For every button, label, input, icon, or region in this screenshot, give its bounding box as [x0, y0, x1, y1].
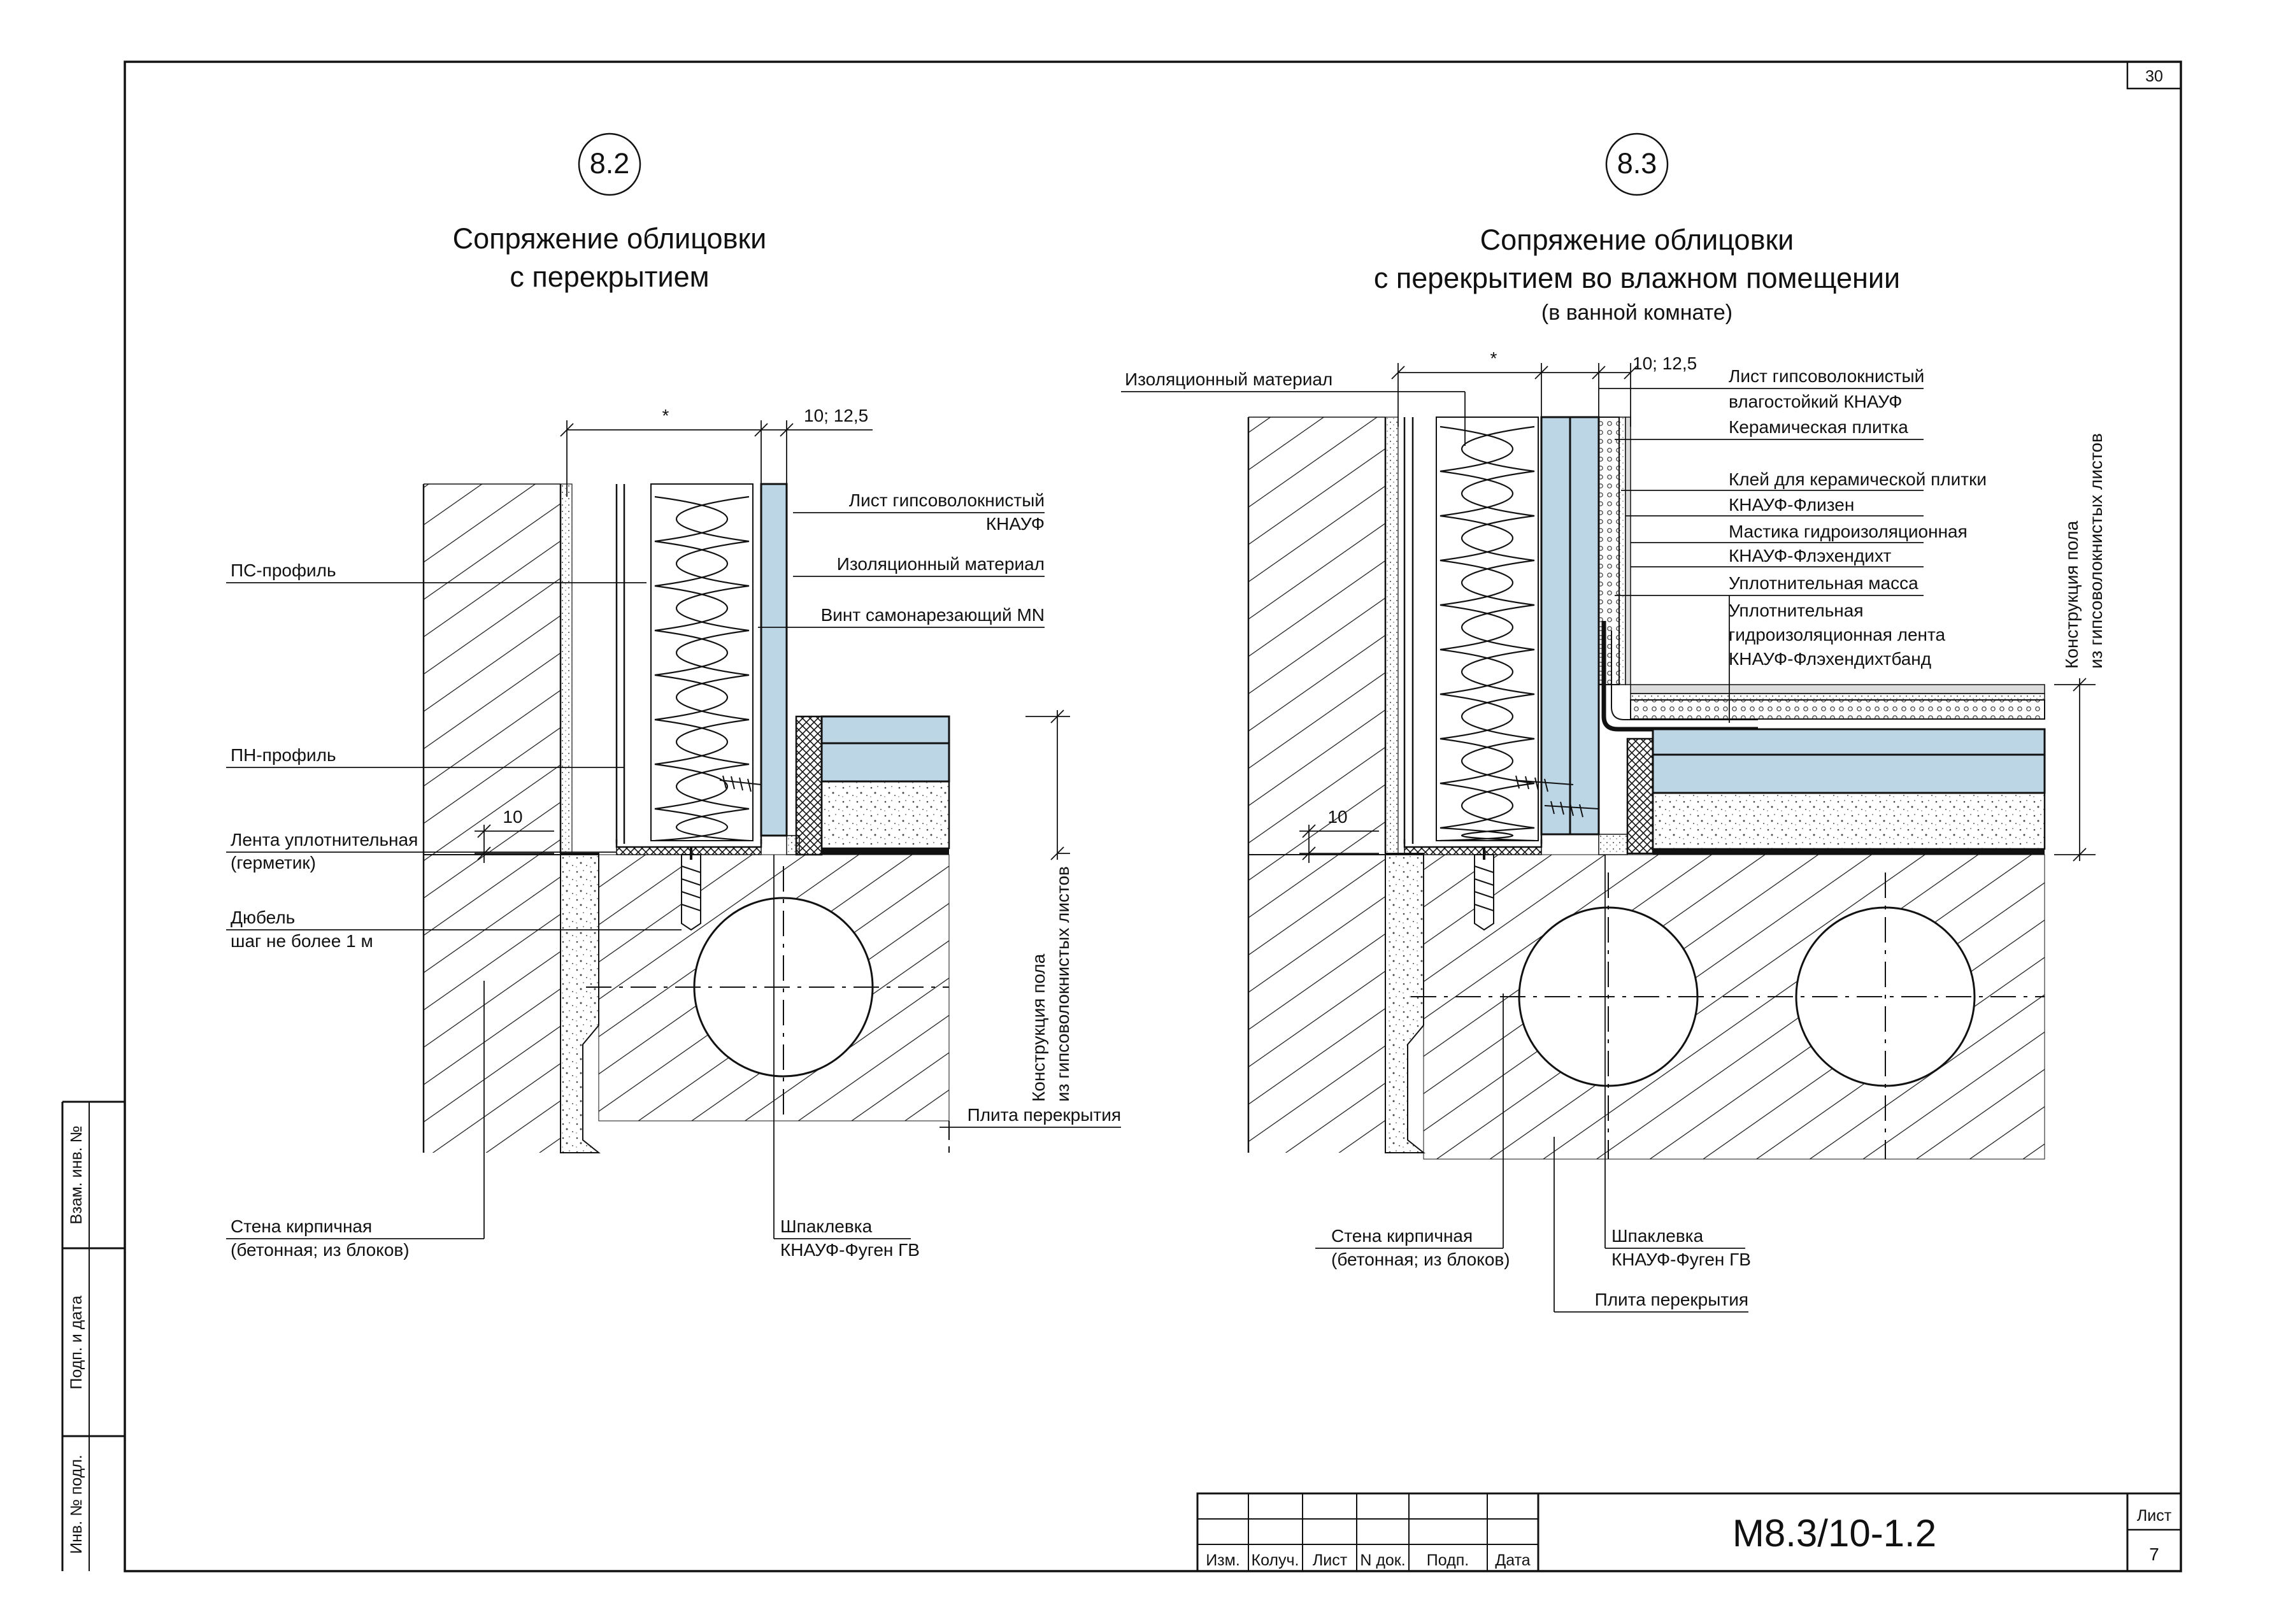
dim-star: *: [662, 406, 669, 425]
dim-board: 10; 12,5: [1632, 353, 1697, 373]
edge-strip: [795, 715, 823, 856]
label-floor-l1: Конструкция пола: [2062, 520, 2082, 669]
detail-title-line1: Сопряжение облицовки: [453, 222, 767, 255]
label-pn-profile: ПН-профиль: [231, 745, 336, 765]
label-band-l3: КНАУФ-Флэхендихтбанд: [1729, 649, 1931, 669]
label-glue-l1: Клей для керамической плитки: [1729, 469, 1987, 489]
label-putty-l1: Шпаклевка: [780, 1216, 873, 1236]
label-insulation: Изоляционный материал: [837, 554, 1045, 574]
label-screw: Винт самонарезающий MN: [821, 605, 1045, 625]
dowel: [1474, 847, 1494, 931]
detail-title-line2: с перекрытием: [510, 260, 709, 293]
label-mastic-l2: КНАУФ-Флэхендихт: [1729, 546, 1891, 566]
dim-board: 10; 12,5: [804, 406, 868, 425]
label-board-l2: влагостойкий КНАУФ: [1729, 392, 1902, 411]
label-slab: Плита перекрытия: [1595, 1290, 1748, 1309]
dimensions: [1299, 363, 2096, 863]
sealing-band: [1601, 621, 1758, 732]
label-ps-profile: ПС-профиль: [231, 560, 336, 580]
col-signature: Подп.: [1427, 1551, 1469, 1569]
label-putty-l2: КНАУФ-Фуген ГВ: [780, 1240, 920, 1260]
floor-tile: [1630, 684, 2045, 720]
label-floor-l2: из гипсоволокнистых листов: [1053, 866, 1073, 1102]
floor-slab: [1248, 854, 2045, 1160]
label-putty-l1: Шпаклевка: [1611, 1226, 1704, 1246]
stamp-replace-inv: Взам. инв. №: [68, 1126, 85, 1225]
label-board-l2: КНАУФ: [986, 514, 1045, 534]
col-sheet: Лист: [1313, 1551, 1348, 1569]
title-block: [1196, 1492, 2182, 1572]
dim-star: *: [1490, 348, 1497, 368]
label-putty-l2: КНАУФ-Фуген ГВ: [1611, 1250, 1751, 1269]
detail-title-line1: Сопряжение облицовки: [1480, 224, 1794, 256]
label-glue-l2: КНАУФ-Флизен: [1729, 495, 1854, 515]
col-change: Изм.: [1206, 1551, 1240, 1569]
sheet-label: Лист: [2137, 1507, 2172, 1525]
label-wall-l2: (бетонная; из блоков): [231, 1240, 410, 1260]
insulation-layer: [1436, 417, 1539, 842]
label-band-l1: Уплотнительная: [1729, 601, 1864, 620]
detail-title-line2: с перекрытием во влажном помещении: [1374, 262, 1900, 294]
label-tile: Керамическая плитка: [1729, 417, 1908, 437]
label-sealant: Уплотнительная масса: [1729, 573, 1918, 593]
sheet-number: 7: [2149, 1544, 2159, 1564]
stamp-sign-date: Подп. и дата: [68, 1295, 85, 1389]
col-count: Колуч.: [1252, 1551, 1299, 1569]
stamp-inv-original: Инв. № подл.: [68, 1455, 85, 1554]
edge-strip: [1626, 737, 1654, 855]
top-page-number: 30: [2145, 68, 2163, 85]
dim-gap: 10: [503, 807, 522, 827]
label-board-l1: Лист гипсоволокнистый: [849, 490, 1045, 510]
dowel: [681, 847, 701, 931]
detail-number: 8.3: [1617, 147, 1657, 180]
label-wall-l2: (бетонная; из блоков): [1331, 1250, 1510, 1269]
label-dowel-l1: Дюбель: [231, 908, 295, 927]
label-insulation: Изоляционный материал: [1125, 369, 1332, 389]
leader-lines: [226, 512, 1121, 1239]
col-doc-no: N док.: [1360, 1551, 1405, 1569]
label-wall-l1: Стена кирпичная: [1331, 1226, 1473, 1246]
label-slab: Плита перекрытия: [968, 1105, 1121, 1125]
sheet-frame: [61, 61, 2182, 1572]
insulation-layer: [650, 483, 754, 842]
label-mastic-l1: Мастика гидроизоляционная: [1729, 522, 1968, 541]
col-date: Дата: [1495, 1551, 1530, 1569]
screws: [1512, 775, 1599, 818]
floor-construction: [820, 715, 950, 855]
label-wall-l1: Стена кирпичная: [231, 1216, 372, 1236]
detail-8-3: 8.3 Сопряжение облицовки с перекрытием в…: [1121, 132, 2106, 1313]
detail-8-2: 8.2 Сопряжение облицовки с перекрытием: [226, 132, 1121, 1260]
label-floor-l1: Конструкция пола: [1029, 953, 1048, 1102]
label-tape-l1: Лента уплотнительная: [231, 830, 418, 850]
dim-gap: 10: [1327, 807, 1347, 827]
leader-lines: [1121, 388, 1924, 1313]
brick-wall: [1247, 417, 1387, 1153]
dimensions: [475, 420, 1070, 863]
gypsum-boards: [1540, 416, 1600, 836]
label-band-l2: гидроизоляционная лента: [1729, 625, 1946, 645]
label-board-l1: Лист гипсоволокнистый: [1729, 366, 1924, 386]
floor-construction: [1652, 728, 2046, 855]
detail-title-line3: (в ванной комнате): [1541, 301, 1732, 325]
label-tape-l2: (герметик): [231, 853, 316, 873]
label-dowel-l2: шаг не более 1 м: [231, 931, 373, 951]
gypsum-board: [760, 483, 788, 837]
label-floor-l2: из гипсоволокнистых листов: [2086, 433, 2106, 669]
brick-wall: [422, 483, 562, 1153]
document-code: М8.3/10-1.2: [1732, 1512, 1936, 1555]
detail-number: 8.2: [590, 147, 630, 180]
screw: [719, 775, 762, 792]
